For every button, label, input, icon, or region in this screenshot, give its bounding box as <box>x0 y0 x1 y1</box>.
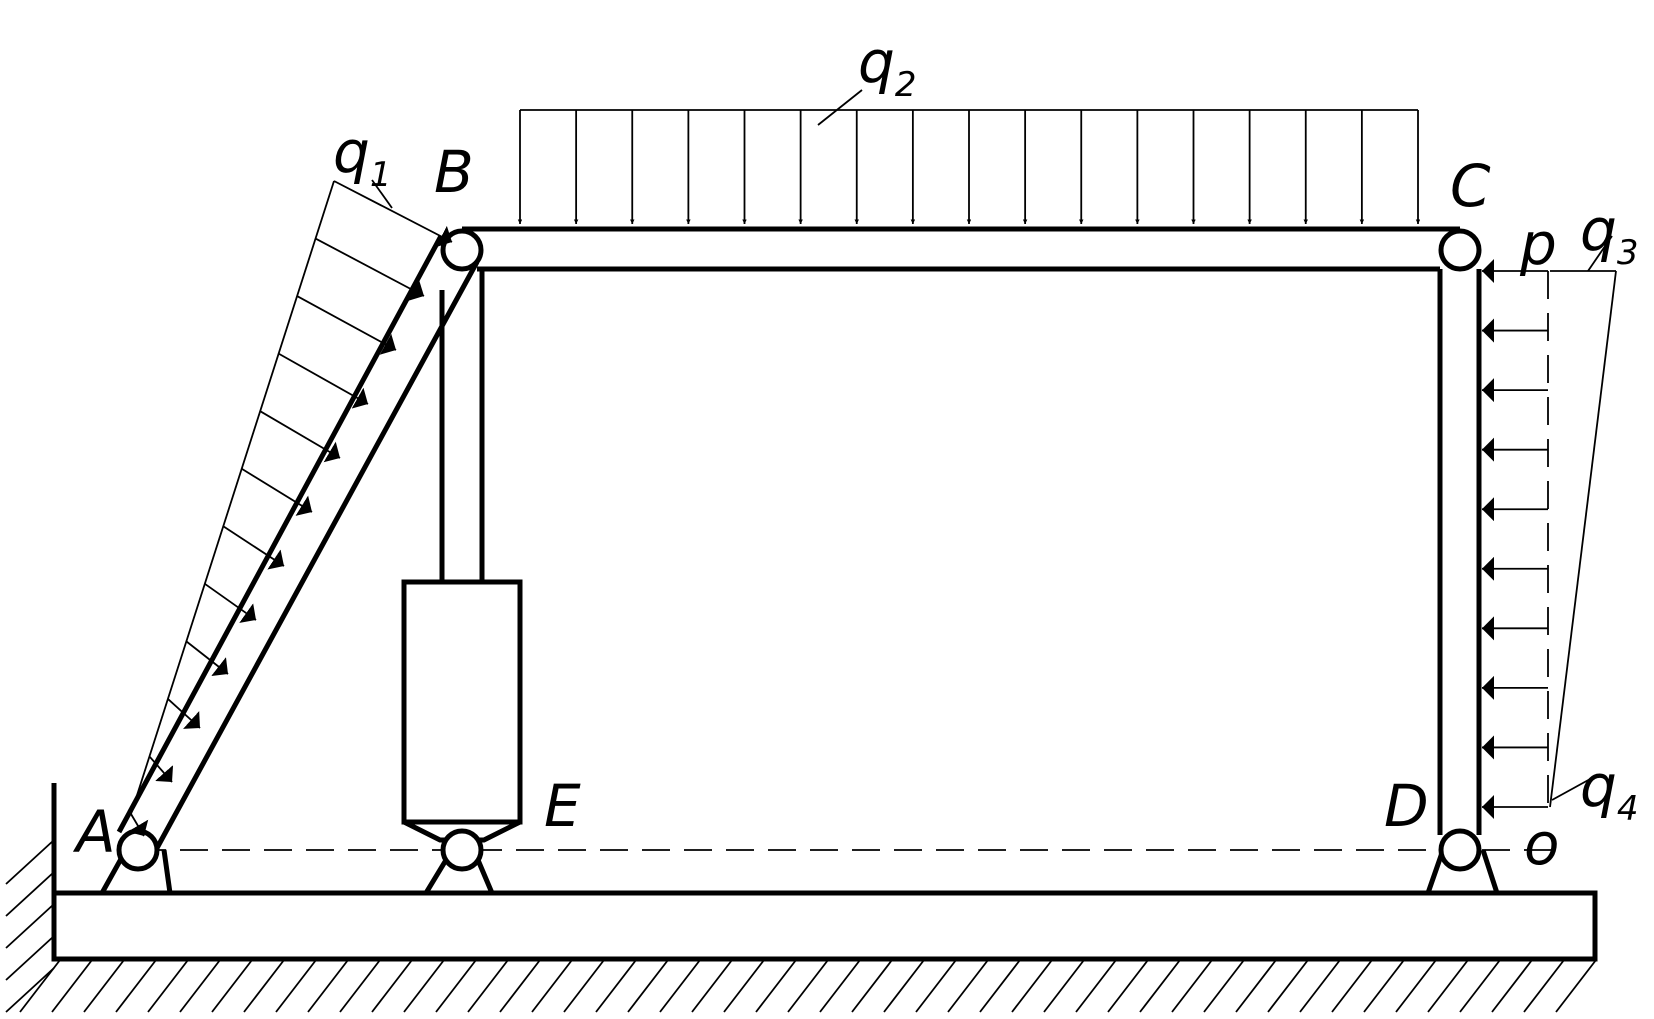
leader-q2 <box>817 89 863 126</box>
load-q1 <box>127 180 453 837</box>
hatch-line <box>1235 959 1277 1013</box>
hatch-line <box>243 959 285 1013</box>
hatch-line <box>83 959 125 1013</box>
hatch-line <box>723 959 765 1013</box>
leader-q1 <box>371 179 393 209</box>
q1-arrow <box>241 467 313 516</box>
hatch-line <box>1299 959 1341 1013</box>
hatch-line <box>19 959 61 1013</box>
label-a: A <box>72 798 116 866</box>
hatch-line <box>1011 959 1053 1013</box>
leader-q3 <box>1587 235 1613 272</box>
hatch-line <box>1459 959 1501 1013</box>
q1-arrow <box>278 352 369 409</box>
label-q1: q1 <box>333 118 391 195</box>
q1-arrow <box>204 583 257 623</box>
hatch-line <box>435 959 477 1013</box>
label-q4: q4 <box>1580 752 1638 829</box>
cylinder <box>401 269 523 843</box>
pin-e <box>440 828 484 872</box>
hatch-line <box>1427 959 1469 1013</box>
hatch-line <box>659 959 701 1013</box>
hatch-line <box>1523 959 1565 1013</box>
q1-arrow <box>167 698 201 729</box>
hatch-line <box>371 959 413 1013</box>
q1-arrow <box>148 755 174 783</box>
hatch-line <box>1267 959 1309 1013</box>
hatch-line <box>1171 959 1213 1013</box>
hatch-line <box>5 935 55 981</box>
pin-c <box>1438 228 1482 272</box>
hatch-line <box>5 871 55 917</box>
q1-arrow <box>185 640 229 677</box>
q1-arrow <box>333 180 453 248</box>
hatch-line <box>1107 959 1149 1013</box>
q1-arrow <box>315 237 425 301</box>
hatch-line <box>307 959 349 1013</box>
pin-a <box>116 828 160 872</box>
base-plate <box>51 890 1598 962</box>
hatch-line <box>1203 959 1245 1013</box>
hatch-line <box>627 959 669 1013</box>
hatch-line <box>339 959 381 1013</box>
q1-arrow <box>222 525 285 570</box>
hatch-line <box>147 959 189 1013</box>
hatch-line <box>755 959 797 1013</box>
ground-hatching <box>5 839 1597 1013</box>
label-e: E <box>544 772 581 840</box>
label-o: o <box>1524 810 1560 878</box>
hatch-line <box>595 959 637 1013</box>
label-d: D <box>1384 772 1429 840</box>
hatch-line <box>531 959 573 1013</box>
label-p: p <box>1519 210 1557 278</box>
support-e <box>423 858 495 895</box>
hatch-line <box>1491 959 1533 1013</box>
leader-q4 <box>1551 777 1593 801</box>
hatch-line <box>563 959 605 1013</box>
q1-arrow <box>259 410 341 463</box>
hatch-line <box>1139 959 1181 1013</box>
hatch-line <box>1043 959 1085 1013</box>
hatch-line <box>1395 959 1437 1013</box>
member-ab <box>116 234 480 850</box>
hatch-line <box>1363 959 1405 1013</box>
hatch-line <box>1331 959 1373 1013</box>
label-c: C <box>1450 152 1491 220</box>
hatch-line <box>179 959 221 1013</box>
q1-arrow <box>127 813 149 837</box>
hatch-line <box>1555 959 1597 1013</box>
hatch-line <box>499 959 541 1013</box>
hatch-line <box>1075 959 1117 1013</box>
member-cd <box>1437 269 1482 835</box>
hatch-line <box>467 959 509 1013</box>
hatch-line <box>947 959 989 1013</box>
hatch-line <box>275 959 317 1013</box>
hatch-line <box>915 959 957 1013</box>
hatch-line <box>691 959 733 1013</box>
hatch-line <box>5 839 55 885</box>
label-q3: q3 <box>1580 196 1638 273</box>
hatch-line <box>5 903 55 949</box>
pin-d <box>1438 828 1482 872</box>
hatch-line <box>851 959 893 1013</box>
label-b: B <box>434 138 474 206</box>
pin-b <box>440 228 484 272</box>
hatch-line <box>883 959 925 1013</box>
hatch-line <box>979 959 1021 1013</box>
hatch-line <box>819 959 861 1013</box>
load-q3-q4 <box>1482 259 1617 819</box>
hatch-line <box>787 959 829 1013</box>
hatch-line <box>403 959 445 1013</box>
load-q2 <box>517 109 1421 225</box>
member-bc <box>462 226 1460 272</box>
hatch-line <box>211 959 253 1013</box>
hatch-line <box>51 959 93 1013</box>
hatch-line <box>115 959 157 1013</box>
hatch-line <box>5 967 55 1013</box>
q1-arrow <box>296 295 397 355</box>
label-q2: q2 <box>858 28 916 105</box>
